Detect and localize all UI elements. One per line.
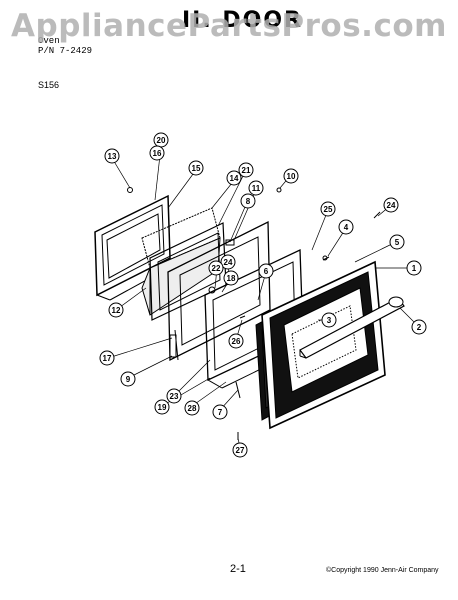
svg-text:3: 3 (327, 316, 332, 325)
callout-3: 3 (321, 312, 337, 328)
svg-text:12: 12 (112, 306, 121, 315)
svg-text:9: 9 (126, 375, 131, 384)
callout-20: 20 (153, 132, 169, 148)
svg-text:26: 26 (232, 337, 241, 346)
copyright-notice: ©Copyright 1990 Jenn-Air Company (326, 567, 439, 574)
callout-22: 22 (208, 260, 224, 276)
page-number: 2-1 (230, 563, 246, 575)
callout-5: 5 (389, 234, 405, 250)
part-number: P/N 7-2429 (38, 46, 93, 56)
callout-6: 6 (258, 263, 274, 279)
callout-17: 17 (99, 350, 115, 366)
callout-19: 19 (154, 399, 170, 415)
callout-18: 18 (223, 270, 239, 286)
svg-text:21: 21 (242, 166, 251, 175)
callout-12: 12 (108, 302, 124, 318)
callout-numbers: 13 20 16 15 21 14 11 8 10 24 25 4 5 1 2 … (99, 132, 427, 458)
svg-text:25: 25 (324, 205, 333, 214)
svg-text:23: 23 (170, 392, 179, 401)
svg-text:13: 13 (108, 152, 117, 161)
svg-text:2: 2 (417, 323, 422, 332)
svg-text:28: 28 (188, 404, 197, 413)
svg-text:14: 14 (230, 174, 239, 183)
svg-text:18: 18 (227, 274, 236, 283)
callout-16: 16 (149, 145, 165, 161)
svg-text:15: 15 (192, 164, 201, 173)
door-handle (299, 296, 405, 359)
callout-1: 1 (406, 260, 422, 276)
header-line-2: Oven (38, 36, 60, 46)
svg-text:10: 10 (287, 172, 296, 181)
callout-21: 21 (238, 162, 254, 178)
svg-text:20: 20 (157, 136, 166, 145)
svg-text:1: 1 (412, 264, 417, 273)
callout-2: 2 (411, 319, 427, 335)
callout-11: 11 (248, 180, 264, 196)
callout-4: 4 (338, 219, 354, 235)
callout-15: 15 (188, 160, 204, 176)
svg-text:22: 22 (212, 264, 221, 273)
svg-text:17: 17 (103, 354, 112, 363)
svg-text:4: 4 (344, 223, 349, 232)
callout-10: 10 (283, 168, 299, 184)
svg-text:7: 7 (218, 408, 223, 417)
callout-27: 27 (232, 442, 248, 458)
svg-text:11: 11 (252, 184, 261, 193)
svg-text:24: 24 (387, 201, 396, 210)
svg-text:5: 5 (395, 238, 400, 247)
svg-text:6: 6 (264, 267, 269, 276)
callout-7: 7 (212, 404, 228, 420)
callout-9: 9 (120, 371, 136, 387)
page-title: II. DOOR (182, 8, 303, 33)
watermark: AppliancePartsPros.com (11, 8, 447, 44)
svg-text:19: 19 (158, 403, 167, 412)
svg-text:24: 24 (224, 258, 233, 267)
callout-23: 23 (166, 388, 182, 404)
svg-text:27: 27 (236, 446, 245, 455)
callout-26: 26 (228, 333, 244, 349)
svg-text:16: 16 (153, 149, 162, 158)
callout-24-mid: 24 (220, 254, 236, 270)
callout-25: 25 (320, 201, 336, 217)
callout-28: 28 (184, 400, 200, 416)
callout-14: 14 (226, 170, 242, 186)
callout-24-top: 24 (383, 197, 399, 213)
callout-13: 13 (104, 148, 120, 164)
svg-text:8: 8 (246, 197, 251, 206)
diagram-code: S156 (38, 80, 60, 90)
middle-frame (167, 220, 271, 362)
callout-8: 8 (240, 193, 256, 209)
